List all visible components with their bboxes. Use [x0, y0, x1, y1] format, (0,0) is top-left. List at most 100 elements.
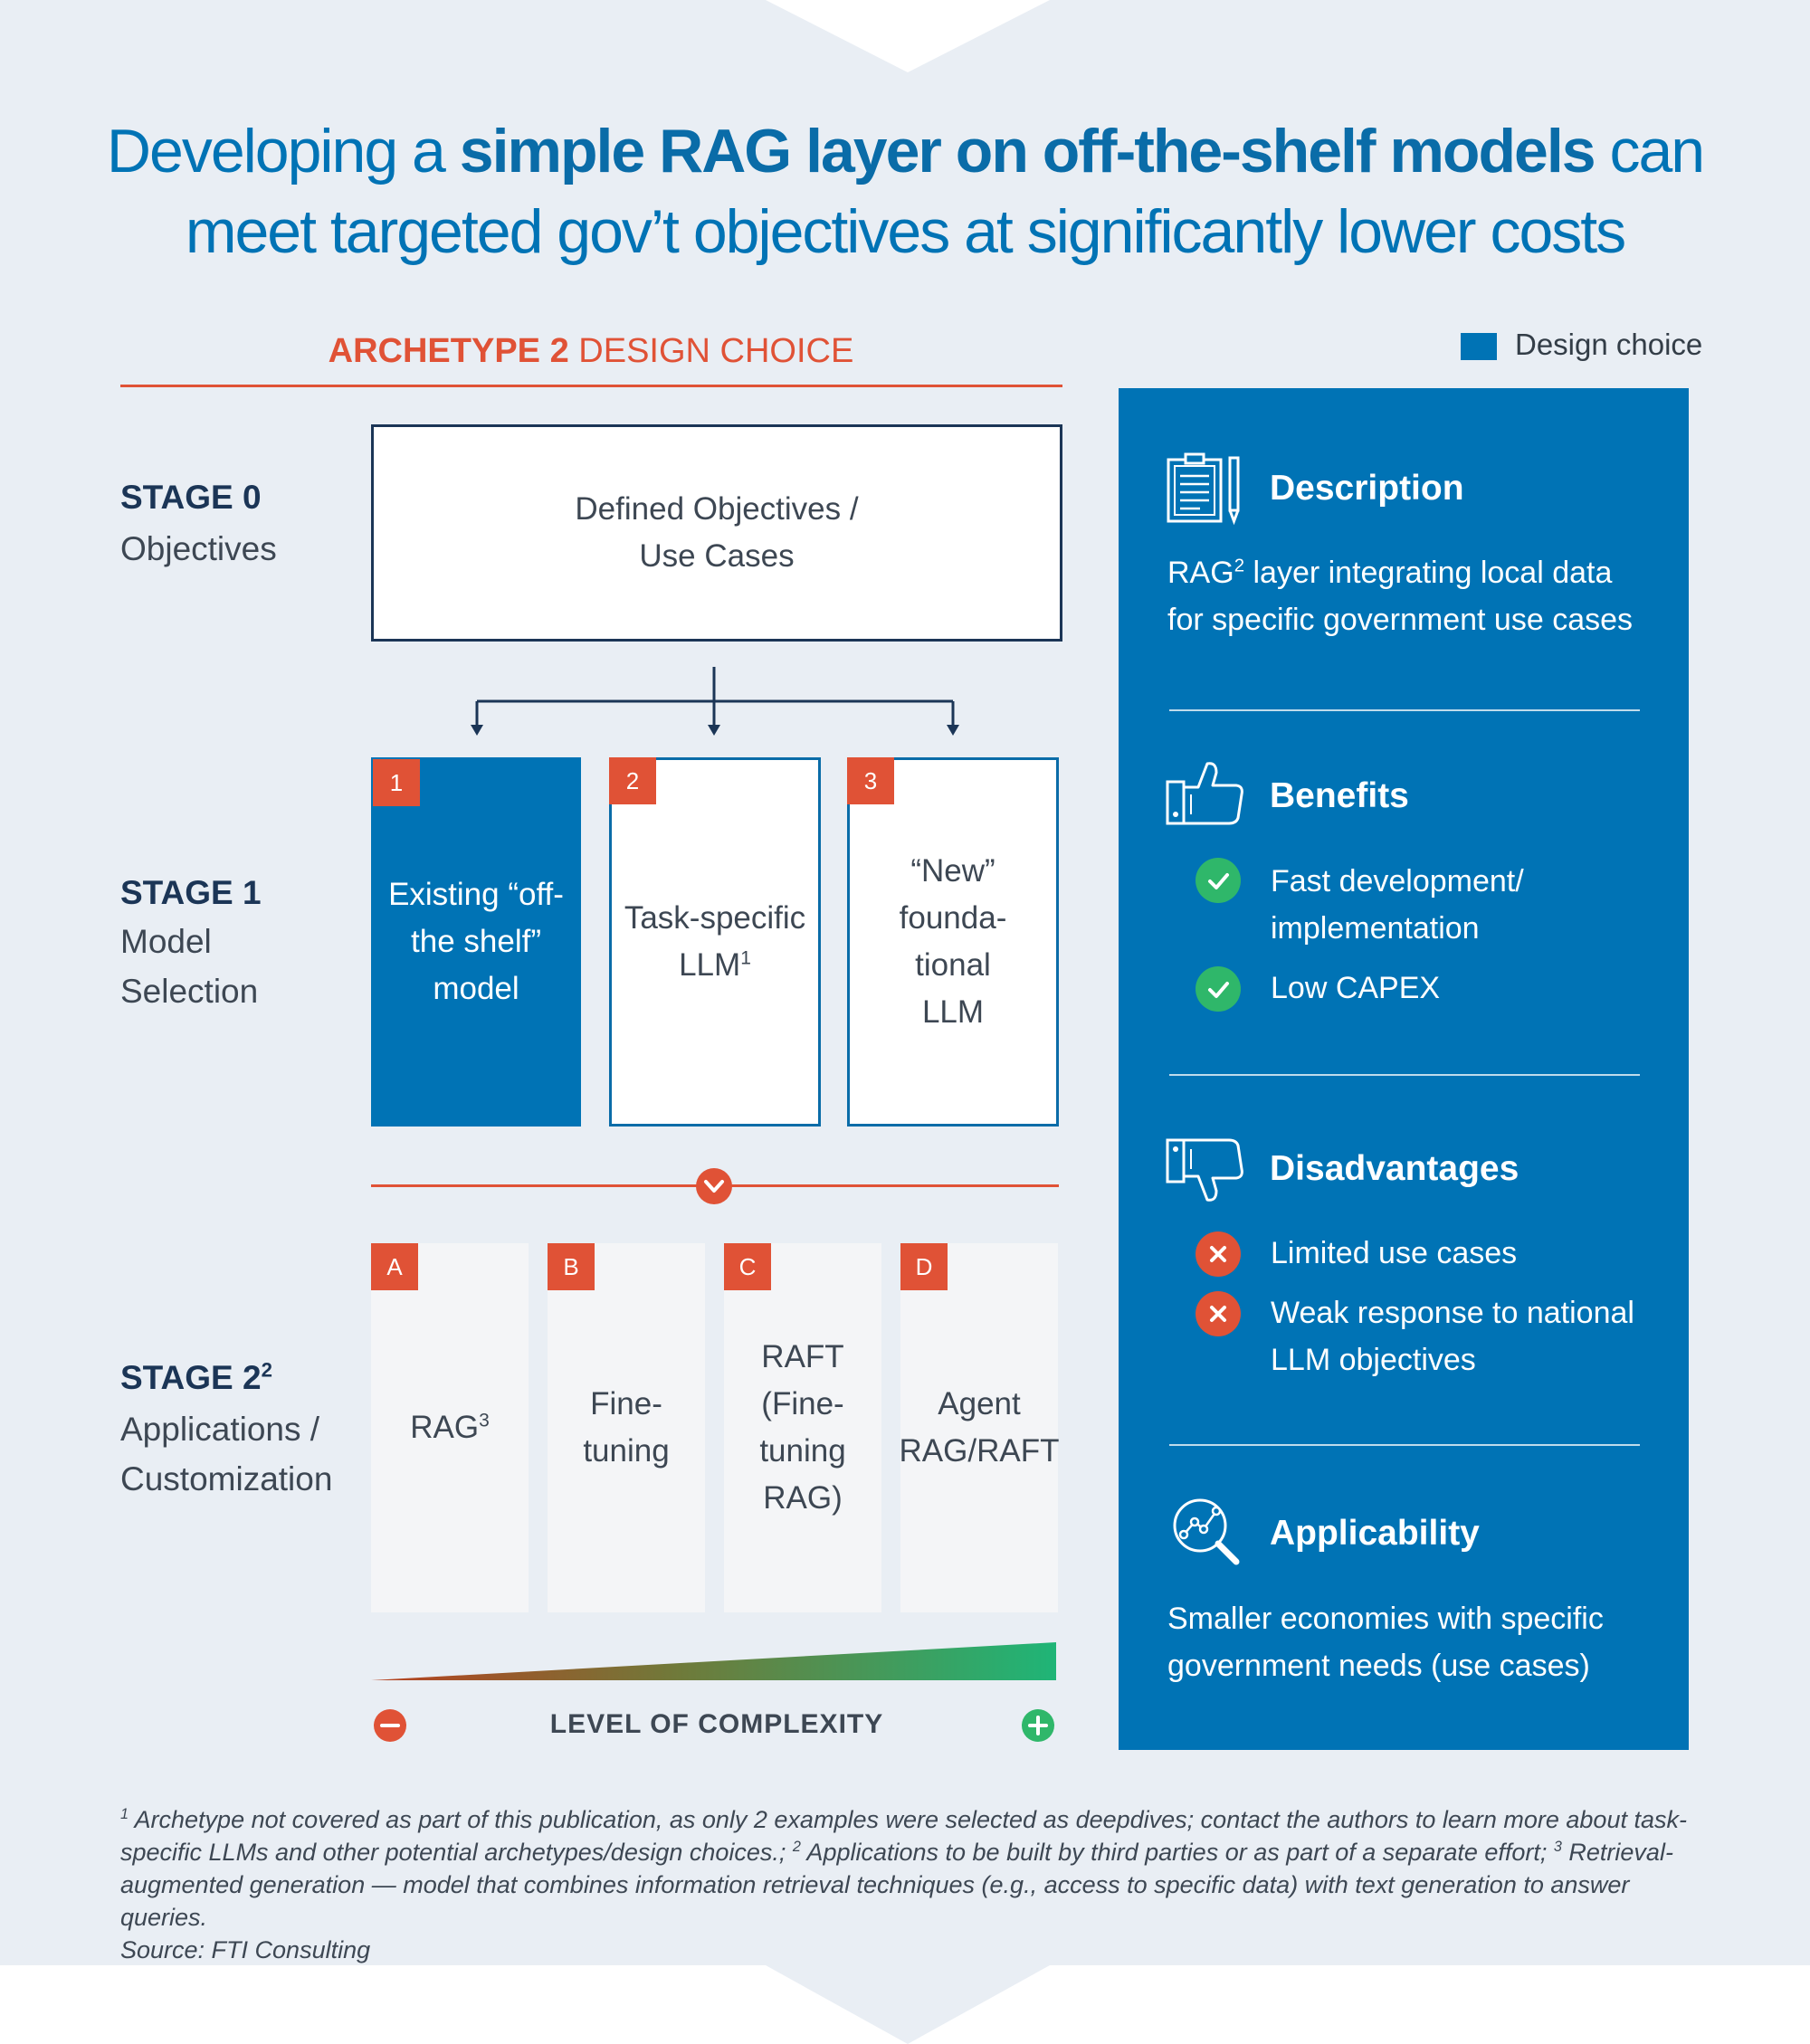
model-option-new-foundational: “New” founda- tional LLM — [847, 757, 1059, 1127]
disadvantage-item-1: Limited use cases — [1271, 1236, 1518, 1270]
option-badge: C — [724, 1243, 771, 1290]
application-option-fine-tuning: Fine- tuning — [548, 1243, 705, 1612]
option-badge: 1 — [373, 759, 420, 806]
model-option-off-the-shelf: Existing “off- the shelf” model — [371, 757, 581, 1127]
option-line: “New” — [910, 853, 996, 889]
archetype-heading: ARCHETYPE 2 DESIGN CHOICE — [120, 332, 1062, 371]
footnote-2: Applications to be built by third partie… — [800, 1839, 1554, 1866]
description-text-line-2: for specific government use cases — [1167, 603, 1634, 637]
design-choice-panel — [1119, 388, 1689, 1750]
disadvantages-heading: Disadvantages — [1270, 1149, 1519, 1188]
footnote-marker: 1 — [120, 1806, 129, 1822]
objectives-box: Defined Objectives / Use Cases — [371, 424, 1062, 642]
archetype-rest: DESIGN CHOICE — [568, 332, 854, 370]
footnotes: 1 Archetype not covered as part of this … — [120, 1803, 1713, 1966]
panel-separator — [1169, 1074, 1640, 1076]
option-line: LLM — [679, 947, 741, 983]
stage1-subtitle-line-1: Model — [120, 923, 212, 960]
archetype-bold: ARCHETYPE 2 — [328, 332, 569, 370]
title-bold-text: simple RAG layer on off-the-shelf models — [459, 117, 1596, 185]
cross-icon — [1196, 1291, 1241, 1336]
footnote-marker: 2 — [792, 1839, 801, 1855]
title-text: can — [1594, 117, 1705, 185]
description-text: layer integrating local data — [1244, 556, 1613, 590]
option-line: Fine- — [590, 1386, 662, 1421]
thumbs-down-icon — [1166, 1138, 1243, 1202]
footnote-marker: 3 — [479, 1410, 490, 1431]
option-line: Existing “off- — [388, 877, 564, 912]
option-line: tuning — [759, 1433, 846, 1469]
option-line: LLM — [921, 994, 985, 1030]
option-line: RAG/RAFT — [899, 1433, 1060, 1469]
panel-separator — [1169, 709, 1640, 711]
option-line: Agent — [938, 1386, 1021, 1421]
benefits-heading: Benefits — [1270, 776, 1409, 815]
disadvantage-item-2-line-2: LLM objectives — [1271, 1343, 1476, 1377]
footnote-marker: 2 — [1234, 556, 1245, 576]
archetype-underline — [120, 385, 1062, 387]
source-line: Source: FTI Consulting — [120, 1936, 371, 1963]
objectives-line-2: Use Cases — [639, 538, 795, 574]
option-line: RAG — [410, 1410, 480, 1445]
page-title-line-1: Developing a simple RAG layer on off-the… — [0, 120, 1810, 182]
benefit-item-2: Low CAPEX — [1271, 971, 1441, 1005]
footnote-1: Archetype not covered as part of this pu… — [120, 1806, 1687, 1866]
application-option-rag: RAG3 — [371, 1243, 529, 1612]
option-line: RAFT — [761, 1339, 844, 1374]
benefit-item-1-line-2: implementation — [1271, 911, 1480, 946]
option-badge: A — [371, 1243, 418, 1290]
disadvantage-item-2-line-1: Weak response to national — [1271, 1296, 1634, 1330]
stage2-heading-text: STAGE 2 — [120, 1359, 262, 1396]
stage2-heading: STAGE 22 — [120, 1359, 272, 1397]
analytics-magnifier-icon — [1173, 1498, 1240, 1565]
option-line: (Fine- — [761, 1386, 844, 1421]
applicability-text-line-1: Smaller economies with specific — [1167, 1602, 1604, 1636]
option-badge: 3 — [847, 757, 894, 804]
description-text: RAG — [1167, 556, 1234, 590]
option-line: founda- — [899, 900, 1007, 936]
legend-label: Design choice — [1515, 328, 1703, 361]
page-title-line-2: meet targeted gov’t objectives at signif… — [185, 197, 1626, 266]
option-badge: 2 — [609, 757, 656, 804]
model-option-task-specific: Task-specific LLM1 — [609, 757, 821, 1127]
application-option-agent: Agent RAG/RAFT — [899, 1243, 1060, 1612]
complexity-wedge — [371, 1642, 1056, 1680]
check-icon — [1196, 858, 1241, 903]
option-badge: D — [900, 1243, 948, 1290]
title-text: Developing a — [106, 117, 460, 185]
footnote-3: Retrieval-augmented generation — model t… — [120, 1839, 1673, 1931]
option-line-with-sup: LLM1 — [624, 942, 805, 989]
description-text-line-1: RAG2 layer integrating local data — [1167, 549, 1612, 596]
complexity-label: LEVEL OF COMPLEXITY — [549, 1709, 884, 1739]
thumbs-up-icon — [1166, 762, 1243, 825]
panel-separator — [1169, 1444, 1640, 1446]
plus-icon — [1022, 1709, 1054, 1742]
option-line: the shelf” — [411, 924, 541, 959]
footnote-text: 1 Archetype not covered as part of this … — [120, 1803, 1713, 1934]
option-badge: B — [548, 1243, 595, 1290]
option-line: Task-specific — [624, 900, 806, 936]
option-line: tional — [915, 947, 991, 983]
option-line: RAG) — [763, 1480, 843, 1516]
option-line: tuning — [583, 1433, 670, 1469]
stage2-subtitle-line-2: Customization — [120, 1460, 333, 1497]
legend-swatch — [1461, 333, 1497, 360]
footnote-marker: 3 — [1553, 1839, 1562, 1855]
minus-icon — [374, 1709, 406, 1742]
description-heading: Description — [1270, 469, 1464, 508]
stage2-subtitle-line-1: Applications / — [120, 1411, 320, 1448]
cross-icon — [1196, 1231, 1241, 1277]
clipboard-icon — [1167, 452, 1240, 525]
option-line-with-sup: RAG3 — [410, 1404, 490, 1451]
branch-connector — [471, 667, 959, 736]
chevron-down-icon — [696, 1168, 732, 1204]
benefit-item-1-line-1: Fast development/ — [1271, 864, 1524, 898]
stage1-heading: STAGE 1 — [120, 874, 262, 911]
objectives-line-1: Defined Objectives / — [575, 491, 859, 527]
check-icon — [1196, 966, 1241, 1012]
footnote-marker: 2 — [261, 1358, 272, 1382]
footnote-marker: 1 — [740, 947, 751, 969]
stage1-subtitle-line-2: Selection — [120, 973, 259, 1010]
stage0-subtitle: Objectives — [120, 530, 277, 567]
stage0-heading: STAGE 0 — [120, 479, 262, 516]
